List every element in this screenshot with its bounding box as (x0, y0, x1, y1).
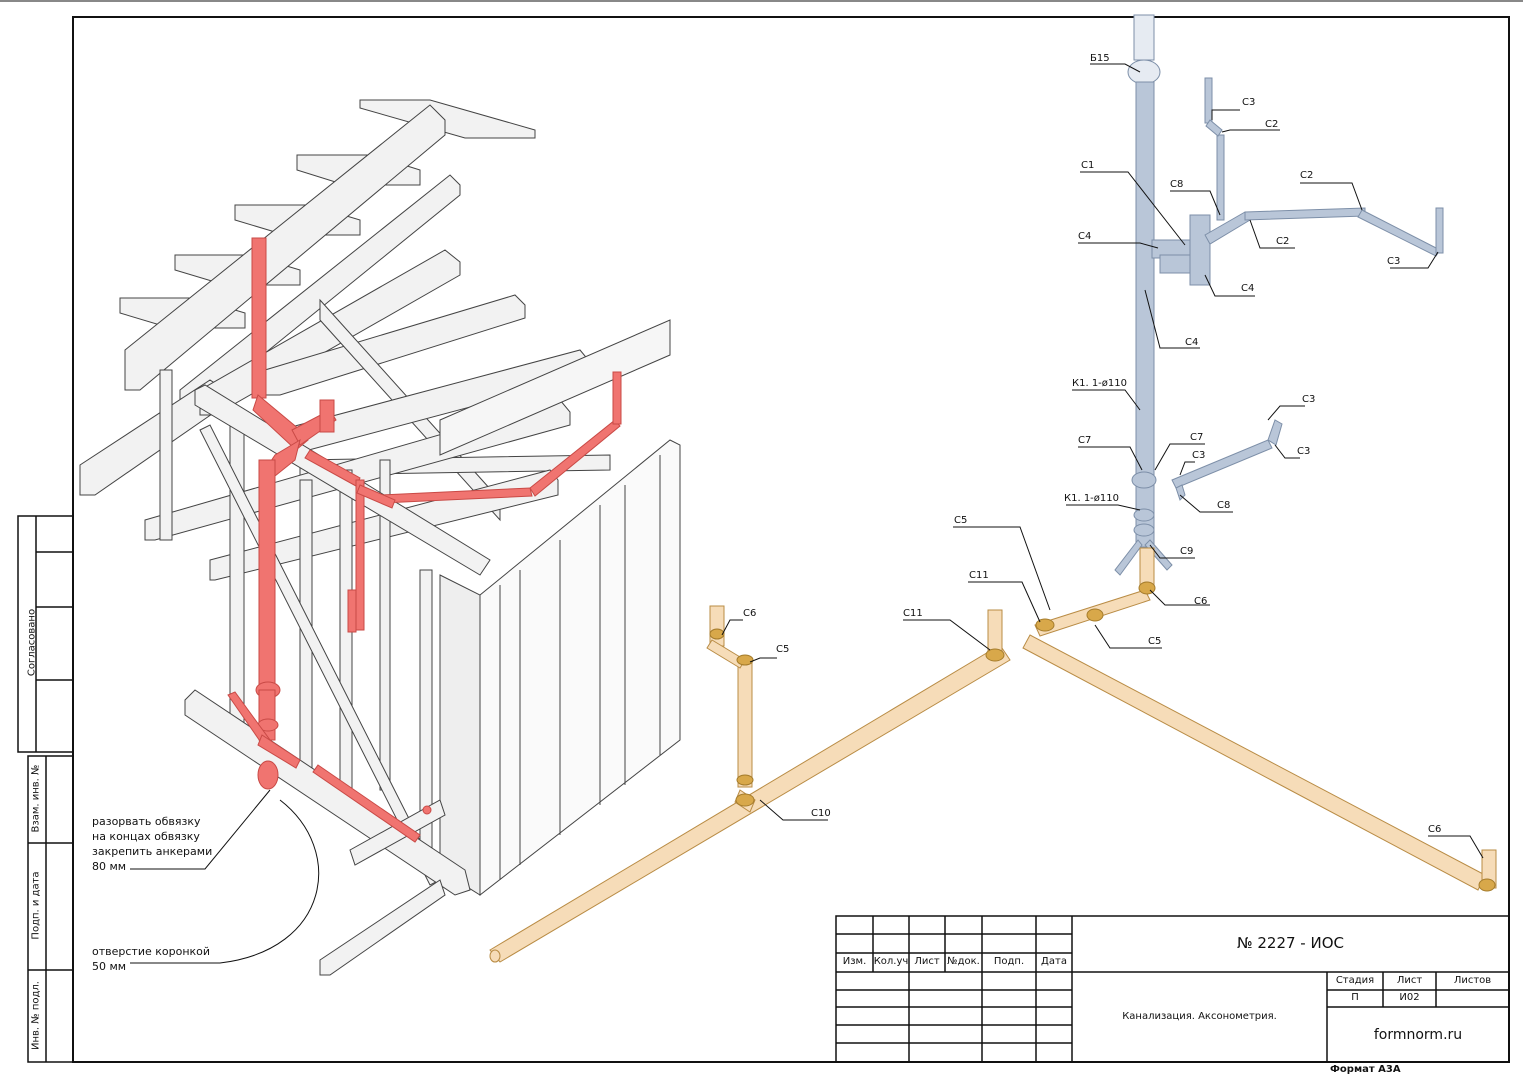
label-c2-c: С2 (1276, 236, 1290, 247)
drawing-description: Канализация. Аксонометрия. (1122, 1011, 1277, 1022)
label-c4-a: С4 (1078, 231, 1092, 242)
label-c4-c: С4 (1185, 337, 1199, 348)
label-c11-b: С11 (903, 608, 923, 619)
website-label: formnorm.ru (1373, 1027, 1463, 1043)
label-c4-b: С4 (1241, 283, 1255, 294)
side-stamp (17, 515, 74, 1063)
stamp-header-n-dok: №док. (947, 956, 980, 967)
label-k1-a: К1. 1-ø110 (1072, 378, 1127, 389)
label-c7-a: С7 (1078, 435, 1092, 446)
side-stamp-agreed: Согласовано (26, 608, 38, 677)
side-stamp-inv-orig: Инв. № подл. (30, 981, 42, 1050)
label-c2-b: С2 (1300, 170, 1314, 181)
stamp-header-data: Дата (1041, 956, 1067, 967)
note-hole-2: 50 мм (92, 960, 127, 973)
sheets-label: Листов (1453, 975, 1492, 986)
side-stamp-sign-date: Подп. и дата (30, 871, 42, 940)
label-b15: Б15 (1090, 53, 1110, 64)
title-block (835, 915, 1510, 1063)
stamp-header-kol-uch: Кол.уч (873, 956, 909, 967)
leader-lines (130, 63, 1484, 964)
label-c6-a: С6 (743, 608, 757, 619)
note-hole-1: отверстие коронкой (92, 945, 211, 958)
building-frame (79, 99, 681, 976)
red-pipes (227, 237, 622, 843)
label-c8-a: С8 (1170, 179, 1184, 190)
label-c11-a: С11 (969, 570, 989, 581)
stage-label: Стадия (1335, 975, 1375, 986)
label-c3-e: С3 (1297, 446, 1311, 457)
label-c3-c: С3 (1302, 394, 1316, 405)
format-label: Формат А3А (1330, 1064, 1401, 1075)
stage-value: П (1351, 992, 1359, 1003)
label-c10: С10 (811, 808, 831, 819)
label-c5-b: С5 (1148, 636, 1162, 647)
stamp-header-izm: Изм. (842, 956, 867, 967)
note-sill-4: 80 мм (92, 860, 127, 873)
stamp-header-list: Лист (914, 956, 940, 967)
label-c6-c: С6 (1428, 824, 1442, 835)
sheet-label: Лист (1396, 975, 1423, 986)
label-c9: С9 (1180, 546, 1194, 557)
label-c3-b: С3 (1387, 256, 1401, 267)
label-c8-b: С8 (1217, 500, 1231, 511)
note-sill-1: разорвать обвязку (92, 815, 201, 828)
sheet-value: И02 (1399, 992, 1420, 1003)
note-sill-2: на концах обвязку (92, 830, 200, 843)
label-c7-b: С7 (1190, 432, 1204, 443)
note-sill-3: закрепить анкерами (92, 845, 213, 858)
label-c5-a: С5 (954, 515, 968, 526)
label-c3-a: С3 (1242, 97, 1256, 108)
side-stamp-inv-replace: Взам. инв. № (30, 764, 42, 833)
label-c3-d: С3 (1192, 450, 1206, 461)
stamp-header-podp: Подп. (993, 956, 1025, 967)
label-c1: С1 (1081, 160, 1095, 171)
label-c5-c: С5 (776, 644, 790, 655)
drawing-number: № 2227 - ИОС (1237, 934, 1344, 952)
label-k1-b: К1. 1-ø110 (1064, 493, 1119, 504)
label-c6-b: С6 (1194, 596, 1208, 607)
label-c2-a: С2 (1265, 119, 1279, 130)
blue-pipes (1114, 14, 1444, 576)
pipe-fittings (709, 581, 1496, 892)
